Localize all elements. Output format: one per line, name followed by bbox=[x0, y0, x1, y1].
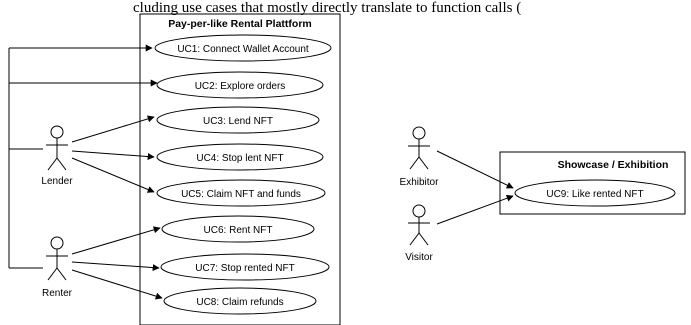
uc4-label: UC4: Stop lent NFT bbox=[196, 153, 283, 164]
uc9-ellipse bbox=[514, 179, 676, 207]
actor-renter: Renter bbox=[42, 236, 73, 299]
renter-label: Renter bbox=[42, 288, 73, 299]
uc3-ellipse bbox=[156, 106, 320, 134]
uc8-label: UC8: Claim refunds bbox=[196, 297, 283, 308]
cropped-top-text: cluding use cases that mostly directly t… bbox=[133, 0, 521, 16]
uc5-ellipse bbox=[156, 179, 326, 207]
lender-label: Lender bbox=[41, 176, 73, 187]
rental-system-boundary bbox=[139, 13, 341, 325]
showcase-system-boundary bbox=[499, 151, 686, 215]
uc5-label: UC5: Claim NFT and funds bbox=[181, 189, 301, 200]
actor-lender: Lender bbox=[41, 125, 73, 187]
use-case-uc4: UC4: Stop lent NFT bbox=[156, 143, 324, 171]
use-case-uc1: UC1: Connect Wallet Account bbox=[154, 34, 332, 62]
actor-exhibitor: Exhibitor bbox=[400, 126, 440, 188]
actor-visitor: Visitor bbox=[405, 204, 433, 263]
uc6-label: UC6: Rent NFT bbox=[204, 225, 273, 236]
uc7-ellipse bbox=[160, 253, 330, 281]
renter-stick-figure-icon bbox=[46, 236, 68, 281]
uc4-ellipse bbox=[156, 143, 324, 171]
use-case-uc6: UC6: Rent NFT bbox=[161, 215, 315, 243]
uc8-ellipse bbox=[163, 287, 317, 315]
uc2-ellipse bbox=[156, 71, 324, 99]
use-case-uc5: UC5: Claim NFT and funds bbox=[156, 179, 326, 207]
rental-system-title: Pay-per-like Rental Plattform bbox=[168, 18, 312, 30]
use-case-uc8: UC8: Claim refunds bbox=[163, 287, 317, 315]
visitor-stick-figure-icon bbox=[408, 204, 430, 246]
lender-to-uc4-line bbox=[71, 150, 155, 161]
exhibitor-stick-figure-icon bbox=[408, 126, 430, 170]
exhibitor-to-uc9-line bbox=[436, 150, 514, 189]
use-case-uc9: UC9: Like rented NFT bbox=[514, 179, 676, 207]
uc9-label: UC9: Like rented NFT bbox=[546, 189, 643, 200]
exhibitor-label: Exhibitor bbox=[400, 177, 440, 188]
visitor-label: Visitor bbox=[405, 252, 433, 263]
renter-to-uc6-line bbox=[71, 226, 161, 255]
lender-stick-figure-icon bbox=[46, 125, 68, 171]
renter-to-uc7-line bbox=[71, 261, 160, 272]
uc6-ellipse bbox=[161, 215, 315, 243]
use-case-uc2: UC2: Explore orders bbox=[156, 71, 324, 99]
renter-to-uc8-line bbox=[71, 269, 163, 300]
uc2-label: UC2: Explore orders bbox=[195, 81, 286, 92]
association-lines bbox=[8, 44, 514, 300]
uc1-label: UC1: Connect Wallet Account bbox=[177, 44, 309, 55]
use-case-uc7: UC7: Stop rented NFT bbox=[160, 253, 330, 281]
showcase-system-title: Showcase / Exhibition bbox=[558, 159, 669, 171]
lender-to-uc3-line bbox=[71, 115, 155, 143]
visitor-to-uc9-line bbox=[436, 194, 514, 225]
uc3-label: UC3: Lend NFT bbox=[203, 116, 273, 127]
use-case-uc3: UC3: Lend NFT bbox=[156, 106, 320, 134]
lender-to-uc5-line bbox=[71, 157, 155, 193]
uc1-ellipse bbox=[154, 34, 332, 62]
uc7-label: UC7: Stop rented NFT bbox=[195, 263, 294, 274]
